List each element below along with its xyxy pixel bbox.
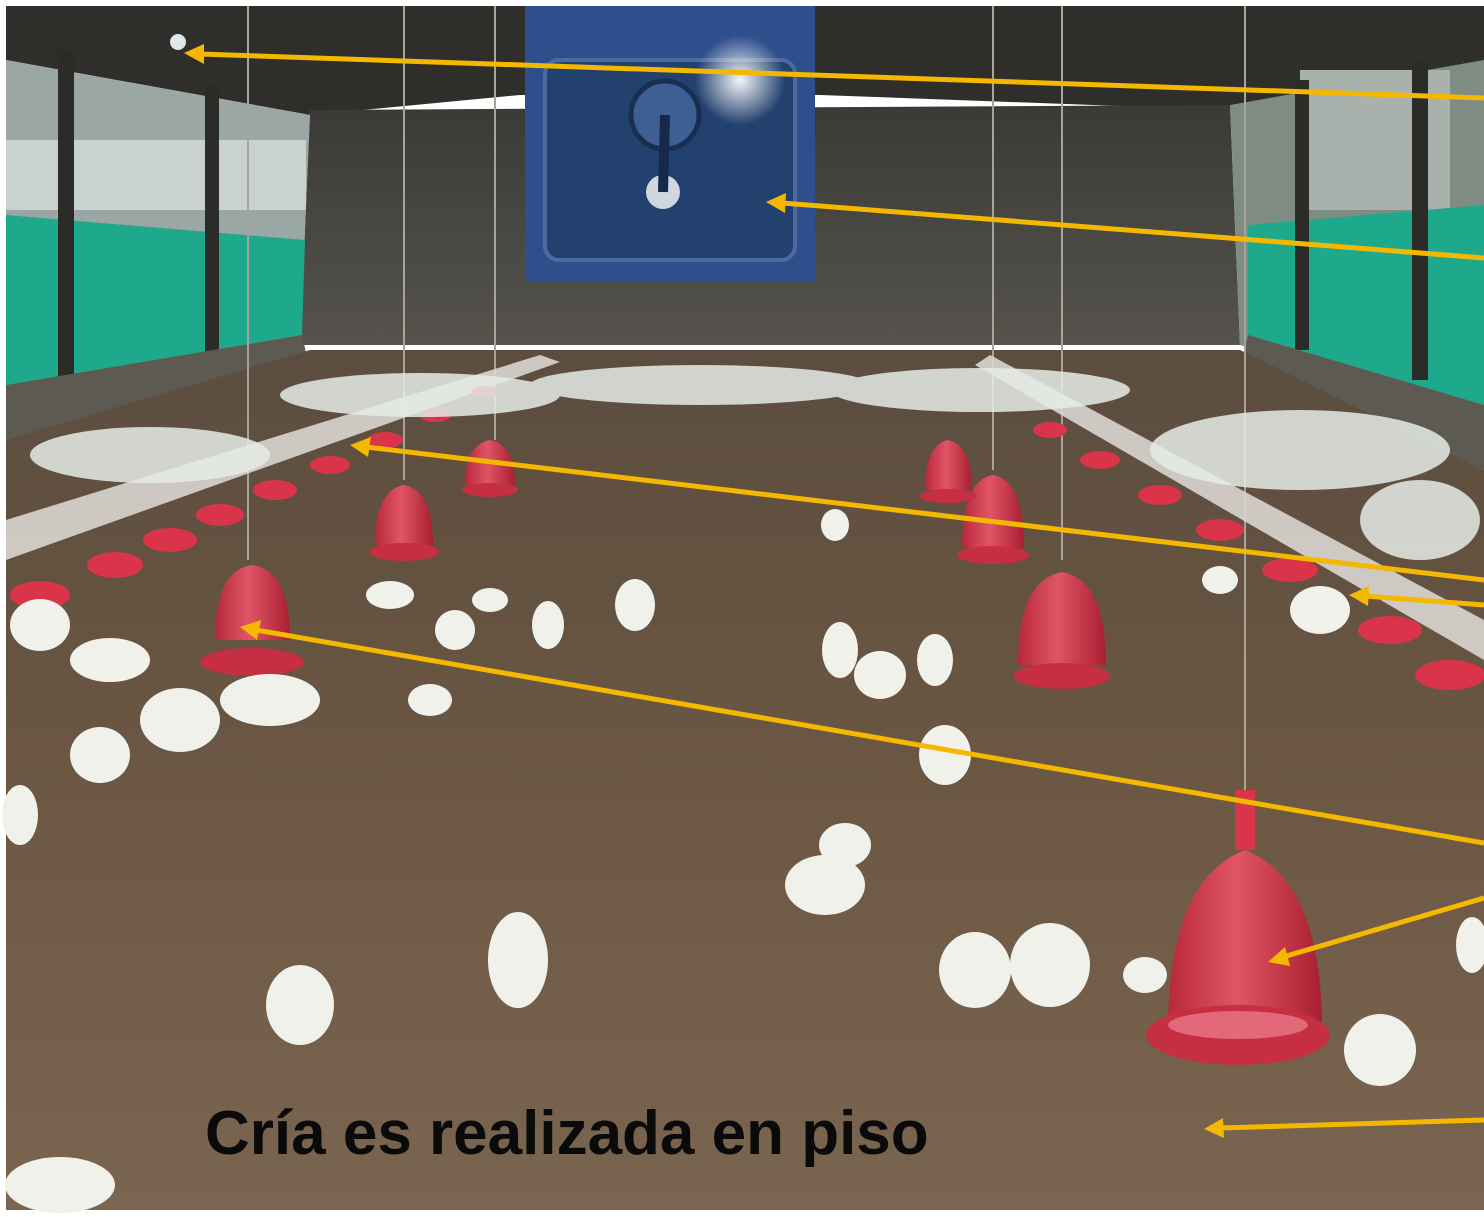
bell-drinker xyxy=(1014,572,1110,689)
bell-drinker xyxy=(957,475,1029,564)
extractor-fan xyxy=(525,6,815,281)
flock-background xyxy=(30,365,1480,560)
caption-text: Cría es realizada en piso xyxy=(205,1099,929,1168)
arrow-feeder-line-left xyxy=(350,437,1484,583)
arrow-roof-light xyxy=(184,44,1484,101)
post xyxy=(58,50,74,380)
roof-light xyxy=(170,34,186,50)
annotation-arrows xyxy=(184,44,1484,1138)
arrow-chickens-group xyxy=(240,620,1484,846)
arrow-feeder-line-right xyxy=(1349,586,1484,608)
left-green-curtain xyxy=(6,215,305,385)
arrow-extractor-fan xyxy=(766,193,1484,261)
feeder-line-right xyxy=(975,355,1484,690)
arrow-bell-drinker xyxy=(1268,895,1484,966)
left-outside-building xyxy=(6,140,306,210)
post xyxy=(1412,60,1428,380)
post xyxy=(205,85,219,355)
bell-drinker xyxy=(200,565,304,676)
left-low-wall xyxy=(6,335,310,440)
bell-drinker-foreground xyxy=(1146,790,1330,1065)
bell-drinker xyxy=(920,440,976,503)
bell-drinker xyxy=(369,485,439,561)
foreground-chickens xyxy=(2,509,1484,1213)
arrow-floor-litter xyxy=(1204,1117,1484,1138)
post xyxy=(1295,80,1309,350)
floor-litter xyxy=(6,350,1484,1210)
lens-glare xyxy=(695,35,785,125)
